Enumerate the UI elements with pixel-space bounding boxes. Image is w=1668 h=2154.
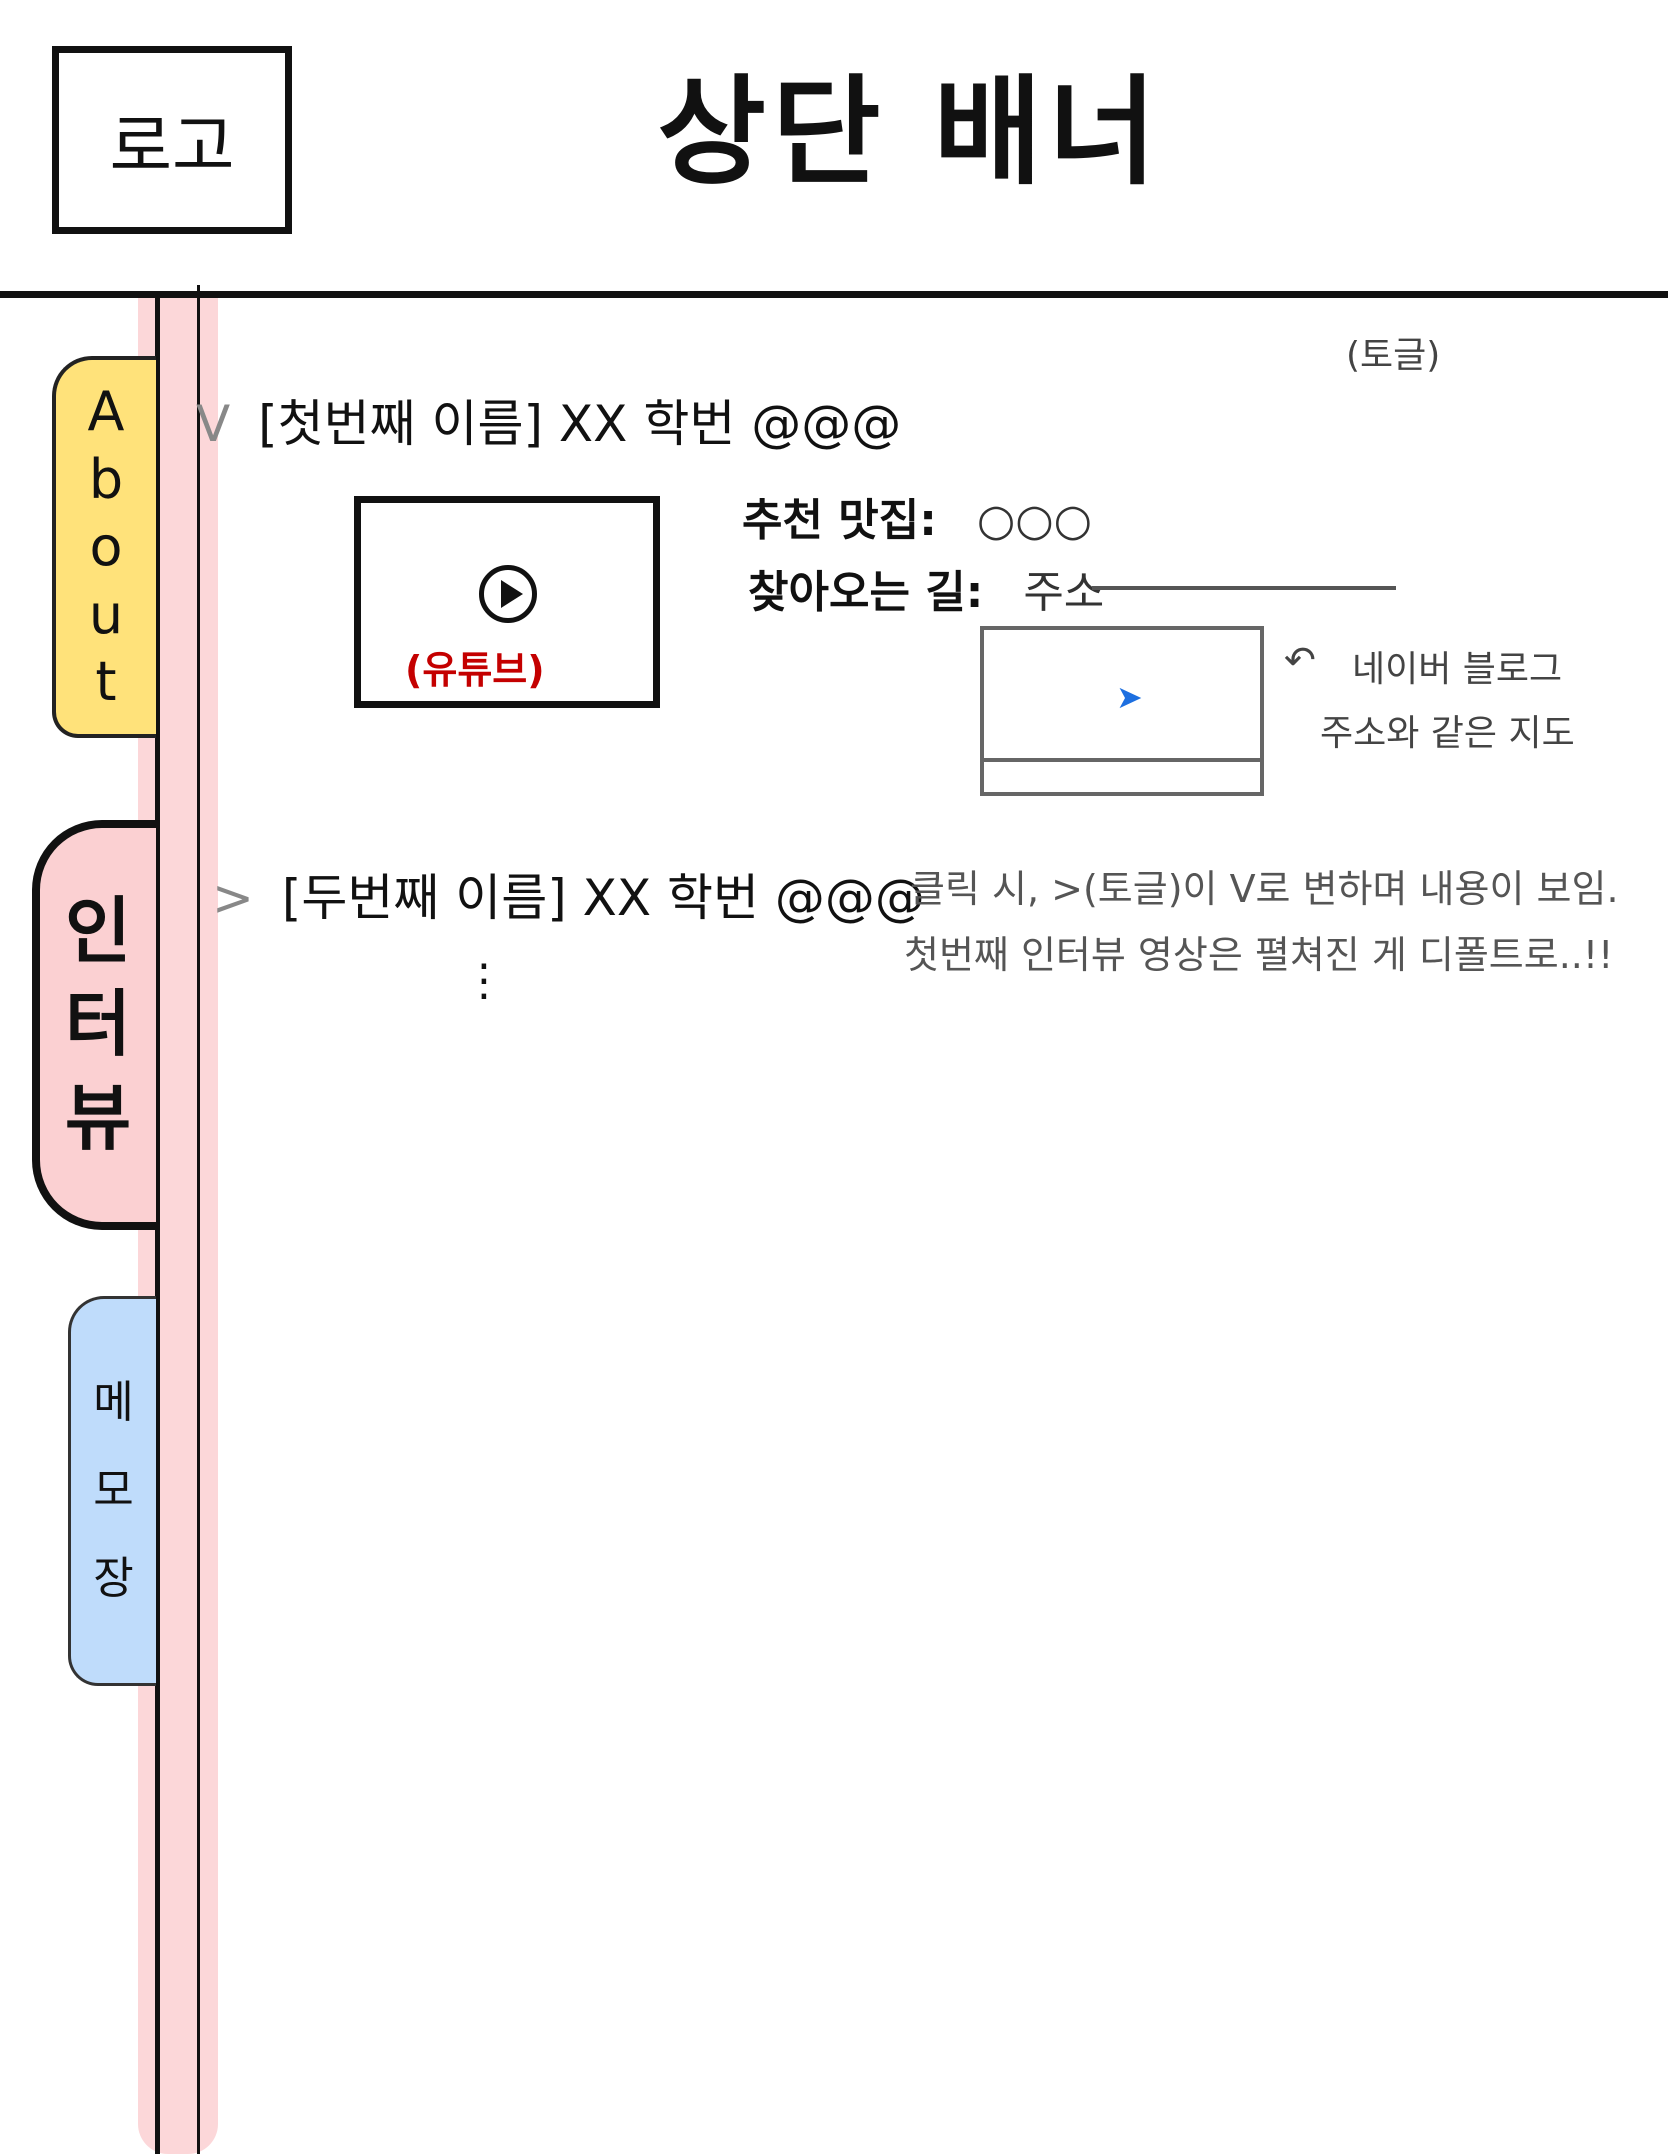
youtube-video-embed[interactable]: (유튜브)	[354, 496, 660, 708]
tab-interview-char: 터	[64, 982, 132, 1067]
tab-memo-char: 메	[93, 1377, 134, 1428]
tab-about-char: t	[95, 650, 117, 714]
interview-entry-2-header[interactable]: > [두번째 이름] XX 학번 @@@	[212, 858, 925, 930]
chevron-down-icon[interactable]: V	[196, 395, 231, 453]
curved-arrow-icon: ↶	[1284, 638, 1316, 682]
interview-entry-title: [두번째 이름] XX 학번 @@@	[281, 869, 925, 927]
tab-memo-char: 장	[93, 1553, 134, 1604]
map-footer-divider	[984, 758, 1260, 762]
restaurant-label: 추천 맛집:	[742, 495, 937, 546]
map-pin-icon: ➤	[1116, 678, 1143, 716]
tab-memo-char: 모	[93, 1465, 134, 1516]
tab-about-char: b	[88, 447, 124, 511]
content-left-border	[197, 285, 200, 2154]
tab-interview-char: 뷰	[64, 1075, 132, 1160]
restaurant-value: ○○○	[976, 495, 1093, 546]
map-annotation-line1: 네이버 블로그	[1352, 649, 1563, 690]
tab-about-char: u	[88, 582, 124, 646]
more-entries-ellipsis: ⋮	[462, 955, 506, 1006]
logo[interactable]: 로고	[52, 46, 292, 234]
toggle-behavior-note: 클릭 시, >(토글)이 V로 변하며 내용이 보임.	[910, 867, 1619, 911]
top-banner-title: 상단 배너	[657, 63, 1163, 201]
tab-memo[interactable]: 메 모 장	[68, 1296, 156, 1686]
tab-about-char: A	[87, 380, 125, 444]
video-label: (유튜브)	[405, 648, 545, 692]
header-divider	[0, 291, 1668, 298]
address-underline	[1092, 586, 1396, 590]
tab-about[interactable]: A b o u t	[52, 356, 156, 738]
directions-info: 찾아오는 길: 주소	[748, 556, 1104, 620]
logo-label: 로고	[109, 107, 235, 187]
tab-about-char: o	[89, 515, 123, 579]
default-expanded-note: 첫번째 인터뷰 영상은 펼쳐진 게 디폴트로..!!	[904, 933, 1614, 977]
sidebar-rail-border	[155, 298, 160, 2154]
restaurant-info: 추천 맛집: ○○○	[742, 484, 1092, 548]
interview-entry-title: [첫번째 이름] XX 학번 @@@	[258, 395, 902, 453]
map-annotation-line2: 주소와 같은 지도	[1320, 713, 1575, 754]
tab-interview-char: 인	[64, 888, 132, 973]
play-icon[interactable]	[479, 565, 537, 623]
tab-interview[interactable]: 인 터 뷰	[32, 820, 156, 1230]
toggle-annotation: (토글)	[1346, 335, 1441, 376]
directions-label: 찾아오는 길:	[748, 567, 984, 618]
directions-value: 주소	[1023, 567, 1105, 618]
map-embed[interactable]: ➤	[980, 626, 1264, 796]
interview-entry-1-header[interactable]: V [첫번째 이름] XX 학번 @@@	[196, 384, 901, 456]
chevron-right-icon[interactable]: >	[212, 869, 254, 927]
